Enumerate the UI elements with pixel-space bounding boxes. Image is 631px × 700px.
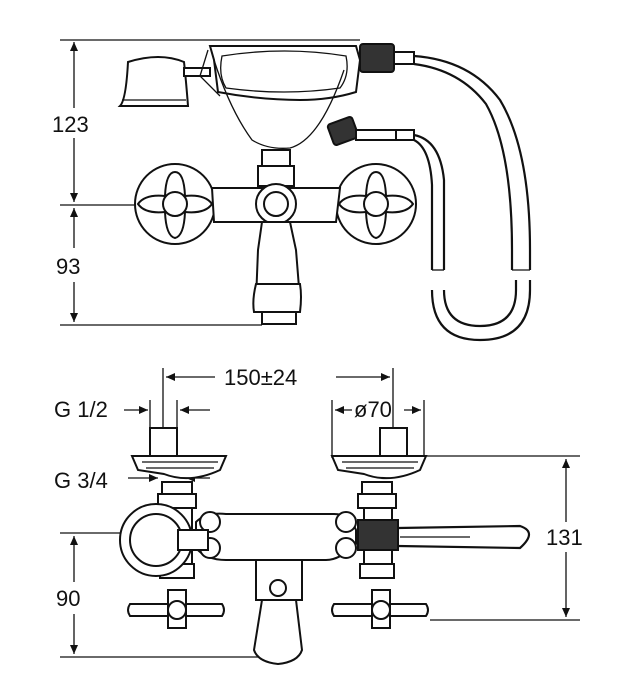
dimension-label-93: 93 <box>56 254 80 279</box>
dimension-label-131: 131 <box>546 525 583 550</box>
left-cross-handle-top <box>127 589 225 629</box>
shower-ring-top <box>119 503 209 577</box>
left-handle-front <box>134 163 216 245</box>
mixer-body-top <box>195 511 531 561</box>
shower-cradle <box>199 45 362 149</box>
right-handle-front <box>335 163 417 245</box>
dimension-label-123: 123 <box>52 112 89 137</box>
mixer-body-front <box>210 149 342 325</box>
shower-hose <box>413 54 532 342</box>
right-cross-handle-top <box>331 589 429 629</box>
hose-connector-top <box>359 43 395 73</box>
dimension-label-spacing: 150±24 <box>224 365 297 390</box>
vertical-dimension-front <box>60 39 360 326</box>
spout-top <box>252 559 304 666</box>
shower-head <box>117 56 211 107</box>
hose-connector-middle <box>326 116 360 146</box>
front-view: 123 93 <box>52 39 532 342</box>
dimension-label-rosette-diameter: ø70 <box>354 397 392 422</box>
top-view: 150±24 G 1/2 ø70 G 3/4 131 90 <box>54 365 583 666</box>
hose-connector-top-view <box>357 519 399 551</box>
dimension-label-inlet-thread: G 1/2 <box>54 397 108 422</box>
dimension-label-outlet-thread: G 3/4 <box>54 468 108 493</box>
dimension-label-90: 90 <box>56 586 80 611</box>
